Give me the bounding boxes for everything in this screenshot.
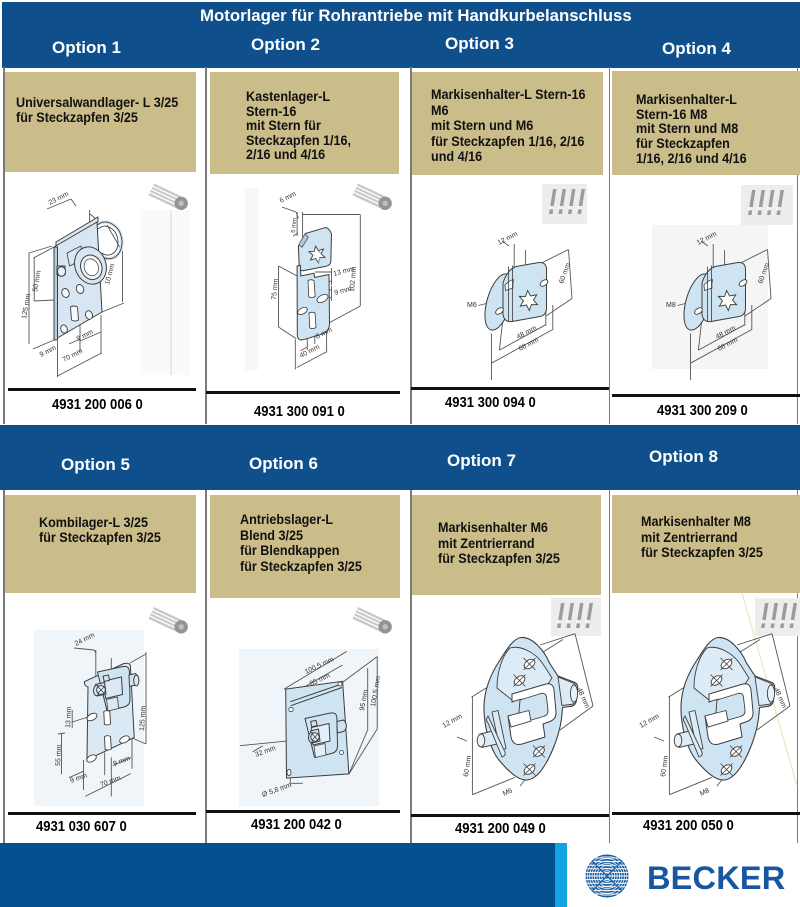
svg-text:70 mm: 70 mm xyxy=(62,348,84,364)
svg-text:M8: M8 xyxy=(699,787,711,797)
svg-text:75 mm: 75 mm xyxy=(271,278,280,300)
svg-text:125 mm: 125 mm xyxy=(21,293,32,319)
svg-text:6 mm: 6 mm xyxy=(279,191,298,205)
svg-text:13 mm: 13 mm xyxy=(65,706,73,728)
svg-text:95 mm: 95 mm xyxy=(359,689,370,711)
svg-text:9 mm: 9 mm xyxy=(39,345,58,359)
svg-text:12 mm: 12 mm xyxy=(442,713,464,730)
svg-text:12 mm: 12 mm xyxy=(497,231,519,247)
svg-text:5 mm: 5 mm xyxy=(291,218,298,233)
svg-text:60 mm: 60 mm xyxy=(660,755,670,777)
svg-text:60 mm: 60 mm xyxy=(463,755,473,777)
svg-text:M6: M6 xyxy=(467,302,477,309)
svg-text:M8: M8 xyxy=(666,302,676,309)
svg-text:50 mm: 50 mm xyxy=(32,270,43,292)
svg-text:9 mm: 9 mm xyxy=(76,329,95,343)
svg-text:55 mm: 55 mm xyxy=(55,744,63,766)
svg-text:125 mm: 125 mm xyxy=(139,705,147,731)
svg-text:40 mm: 40 mm xyxy=(299,344,321,360)
svg-text:9 mm: 9 mm xyxy=(334,286,353,297)
svg-text:12 mm: 12 mm xyxy=(639,713,661,730)
svg-text:102 mm: 102 mm xyxy=(349,266,358,292)
svg-text:M6: M6 xyxy=(502,787,514,797)
